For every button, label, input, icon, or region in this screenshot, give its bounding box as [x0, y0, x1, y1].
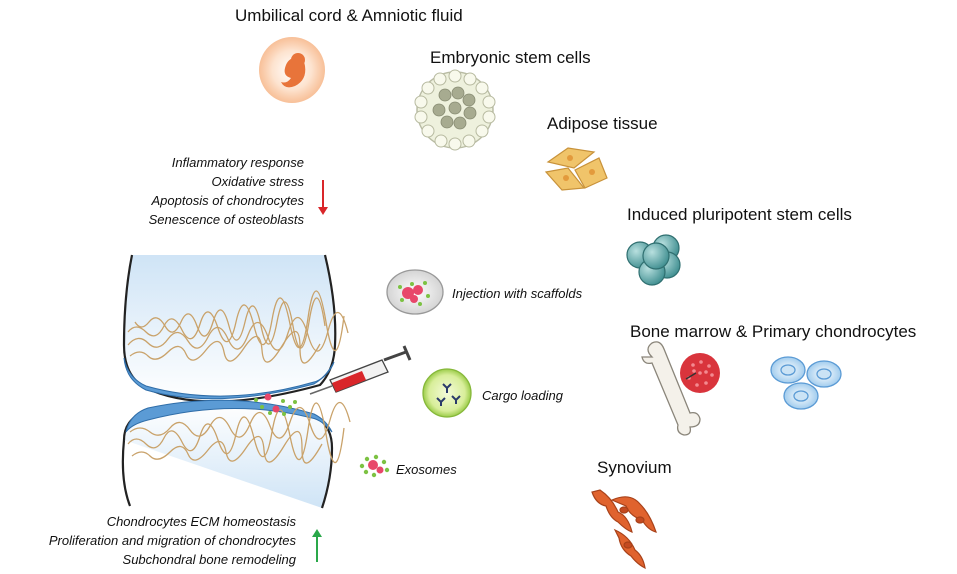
ipsc-label: Induced pluripotent stem cells	[627, 205, 852, 224]
adipose-label: Adipose tissue	[547, 114, 658, 133]
scaffold-icon	[386, 269, 444, 315]
cargo-loading-icon	[422, 368, 472, 418]
exosomes-label: Exosomes	[396, 462, 457, 477]
effect-increase-3: Subchondral bone remodeling	[122, 552, 296, 567]
umbilical-label: Umbilical cord & Amniotic fluid	[235, 6, 463, 25]
syringe-icon	[309, 345, 412, 395]
synovium-cells-icon	[591, 489, 657, 570]
bone-marrow-label: Bone marrow & Primary chondrocytes	[630, 322, 917, 341]
cargo-label: Cargo loading	[482, 388, 563, 403]
exosomes-icon	[359, 454, 390, 478]
increase-arrow	[312, 529, 322, 562]
embryo-icon	[259, 37, 325, 103]
decrease-arrow	[318, 180, 328, 215]
scaffolds-label: Injection with scaffolds	[452, 286, 583, 301]
synovium-label: Synovium	[597, 458, 672, 477]
blastocyst-icon	[414, 69, 496, 151]
embryonic-label: Embryonic stem cells	[430, 48, 591, 67]
ipsc-cluster-icon	[626, 234, 681, 286]
lower-trabecular-icon	[127, 401, 351, 464]
upper-trabecular-icon	[127, 290, 349, 364]
effect-decrease-3: Apoptosis of chondrocytes	[151, 193, 304, 208]
adipose-cells-icon	[544, 147, 608, 191]
effect-decrease-4: Senescence of osteoblasts	[148, 212, 304, 227]
bone-icon	[641, 341, 701, 436]
joint-exosomes-icon	[254, 393, 297, 416]
chondrocytes-icon	[770, 356, 842, 410]
effect-increase-1: Chondrocytes ECM homeostasis	[106, 514, 296, 529]
effect-increase-2: Proliferation and migration of chondrocy…	[48, 533, 296, 548]
effect-decrease-2: Oxidative stress	[211, 174, 304, 189]
effect-decrease-1: Inflammatory response	[171, 155, 304, 170]
bone-marrow-icon	[680, 353, 720, 393]
